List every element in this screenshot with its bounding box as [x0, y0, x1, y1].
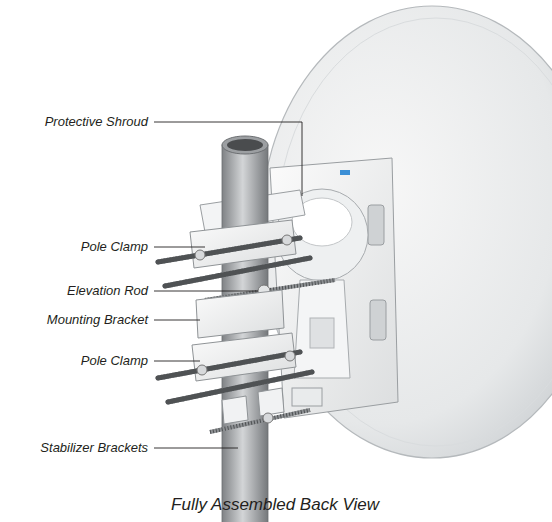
stabilizer-brackets	[210, 388, 310, 432]
part-label: Elevation Rod	[67, 282, 148, 300]
plate-tab	[292, 388, 322, 406]
leader-lines	[154, 122, 302, 448]
logo-mark	[340, 170, 350, 175]
pole-opening	[227, 139, 263, 151]
plate-slot	[368, 205, 384, 245]
feed-port	[310, 318, 334, 348]
part-label: Protective Shroud	[45, 113, 148, 131]
figure-caption: Fully Assembled Back View	[0, 494, 550, 516]
pole-clamp	[190, 220, 296, 268]
part-label: Mounting Bracket	[47, 311, 148, 329]
dish-reflector	[260, 6, 552, 458]
part-label: Pole Clamp	[81, 238, 148, 256]
feed-horn	[294, 280, 350, 378]
part-label: Stabilizer Brackets	[40, 439, 148, 457]
clamp-rods	[158, 352, 312, 402]
pole-top	[222, 136, 268, 154]
mounting-bracket	[196, 290, 284, 338]
plate-slot	[370, 300, 386, 340]
part-label: Pole Clamp	[81, 352, 148, 370]
